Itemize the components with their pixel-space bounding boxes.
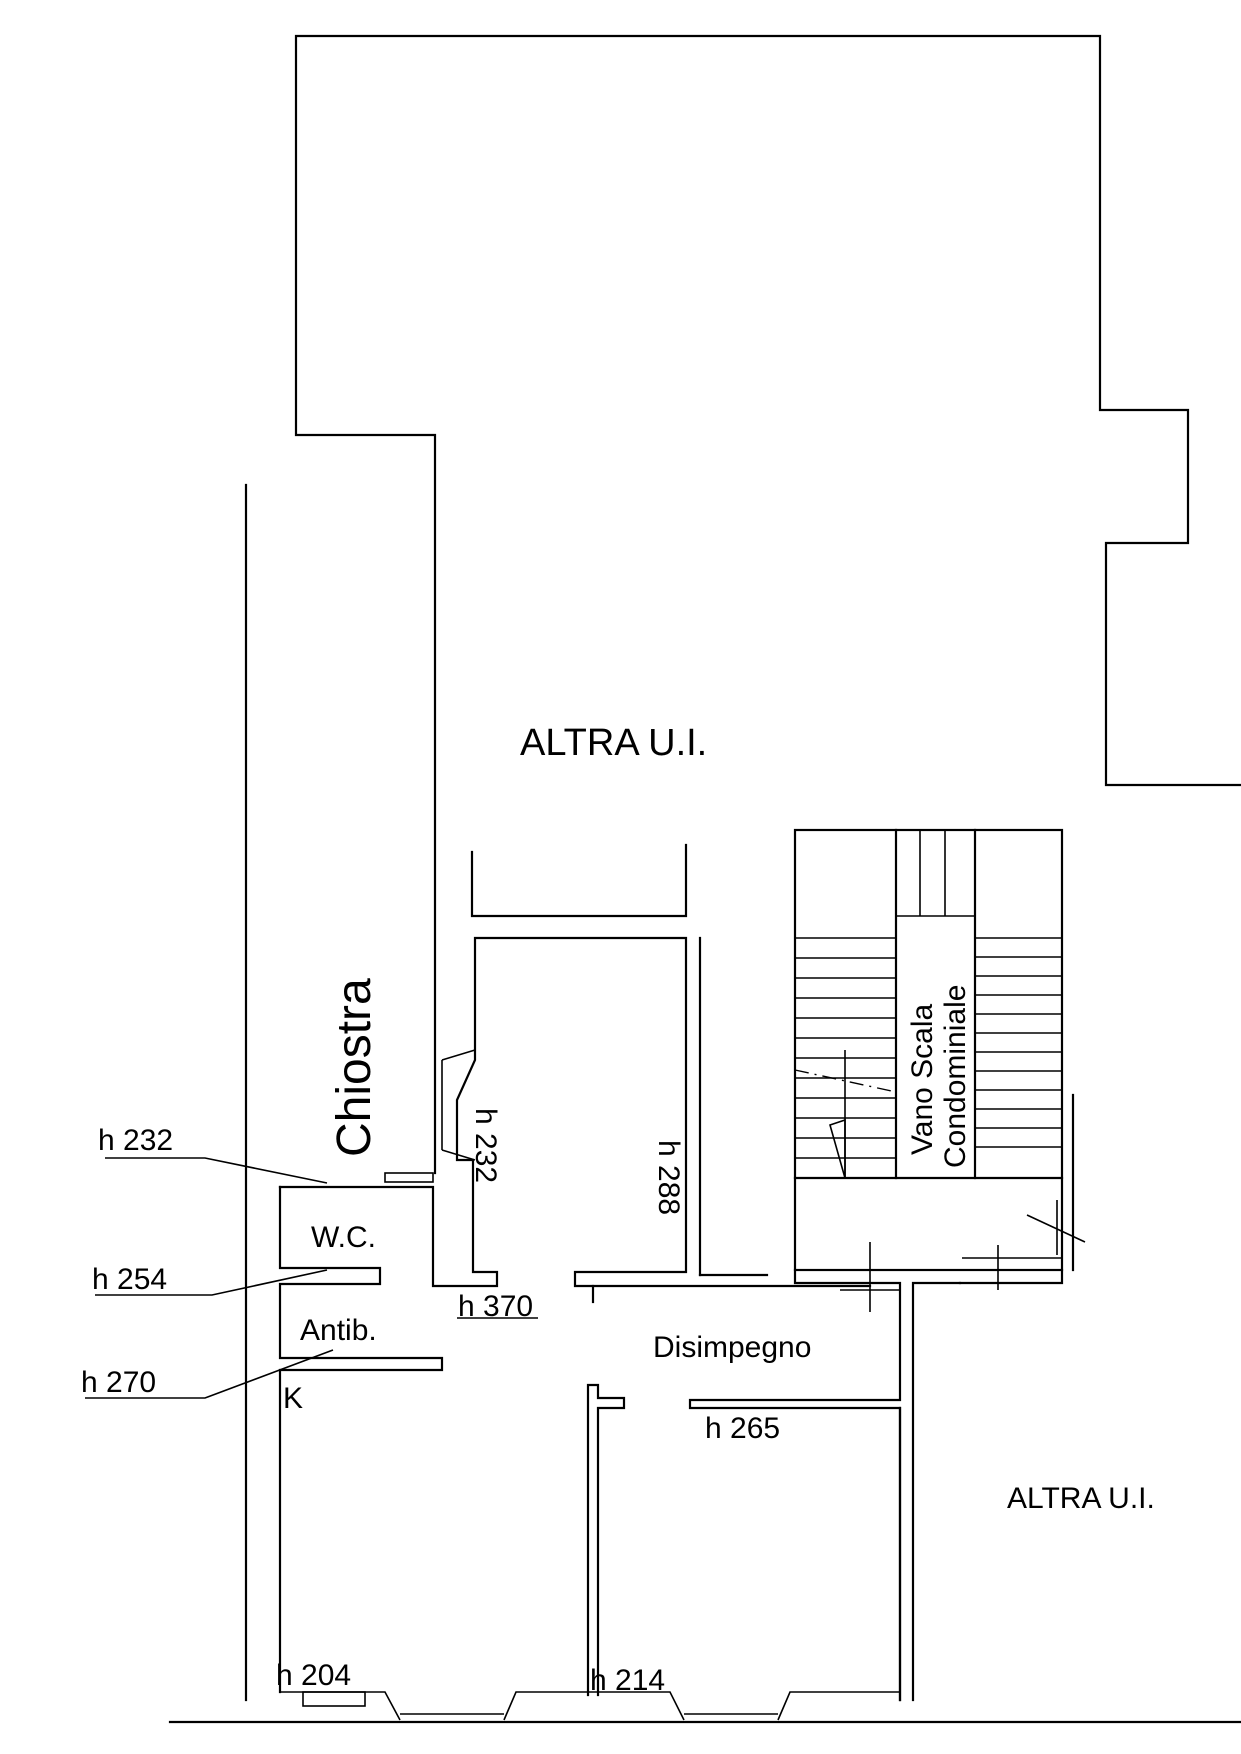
stair-cross-1 [1026,1200,1086,1255]
corridor-right-cross [840,1242,900,1312]
height-h214: h 214 [590,1664,665,1697]
label-antib: Antib. [300,1314,377,1347]
wc-block [278,1185,444,1694]
corridor-middle-wall [586,1383,626,1697]
height-h204: h 204 [276,1659,351,1692]
label-altra-ui-right: ALTRA U.I. [1007,1482,1155,1515]
stair-direction-line [794,1069,897,1093]
label-vano-scala: Vano Scala [906,1003,939,1155]
height-h232-rotated: h 232 [469,1108,502,1183]
label-disimpegno: Disimpegno [653,1331,811,1364]
corridor-lower-right [911,1281,962,1702]
height-h254: h 254 [92,1263,167,1296]
stairwell [793,828,1064,1272]
leader-h254 [95,1269,328,1296]
label-wc: W.C. [311,1221,376,1254]
wc-room-walls [278,936,872,1288]
label-condominiale: Condominiale [939,985,972,1168]
height-h232-left: h 232 [98,1124,173,1157]
leader-h232 [105,1157,328,1184]
stair-steps-right [975,937,1062,1148]
height-h370: h 370 [458,1290,533,1323]
height-h265: h 265 [705,1412,780,1445]
label-k: K [283,1382,303,1415]
height-h270: h 270 [81,1366,156,1399]
upper-unit-outline [294,34,1241,1175]
corridor-right-wall [688,1268,902,1702]
stair-arrow-head [829,1118,846,1179]
bottom-window-small [302,1691,366,1707]
label-altra-ui-top: ALTRA U.I. [520,722,707,764]
upper-room-wall [470,843,688,918]
stair-right-wall [958,1093,1075,1285]
door-jamb [441,1049,476,1161]
leader-h270 [85,1349,334,1399]
label-chiostra: Chiostra [328,978,381,1157]
wc-window [384,1172,434,1183]
stair-cross-2 [962,1245,1062,1290]
height-h288: h 288 [652,1140,685,1215]
